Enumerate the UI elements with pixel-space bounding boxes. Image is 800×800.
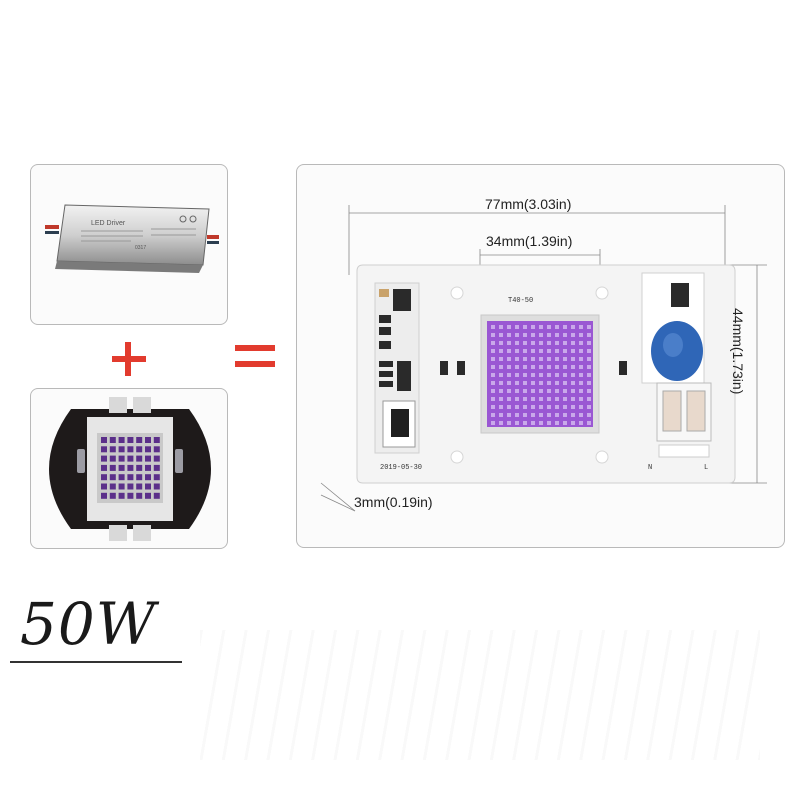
watermark-pattern [200, 630, 760, 760]
plus-icon [108, 338, 150, 380]
driver-title-text: LED Driver [91, 220, 126, 227]
equals-icon [233, 339, 277, 375]
dob-board-illustration [320, 205, 767, 512]
power-label-underline [10, 661, 182, 663]
power-rating-label: 50W [20, 590, 157, 658]
led-driver-image-card: LED Driver 0317 [30, 164, 228, 325]
cob-width-dimension: 34mm(1.39in) [486, 233, 573, 249]
board-thickness-dimension: 3mm(0.19in) [354, 494, 433, 510]
board-height-dimension: 44mm(1.73in) [730, 308, 746, 395]
cob-led-illustration [49, 397, 211, 541]
terminal-n-label: N [648, 464, 653, 472]
dob-board-diagram-card [296, 164, 785, 548]
driver-code-text: 0317 [135, 245, 146, 251]
led-driver-illustration: LED Driver 0317 [45, 204, 219, 273]
terminal-l-label: L [704, 464, 709, 472]
board-date-label: 2019-05-30 [380, 464, 423, 472]
uv-cob-led-image-card [30, 388, 228, 549]
board-width-dimension: 77mm(3.03in) [485, 196, 572, 212]
board-model-label: T40-50 [508, 297, 534, 305]
